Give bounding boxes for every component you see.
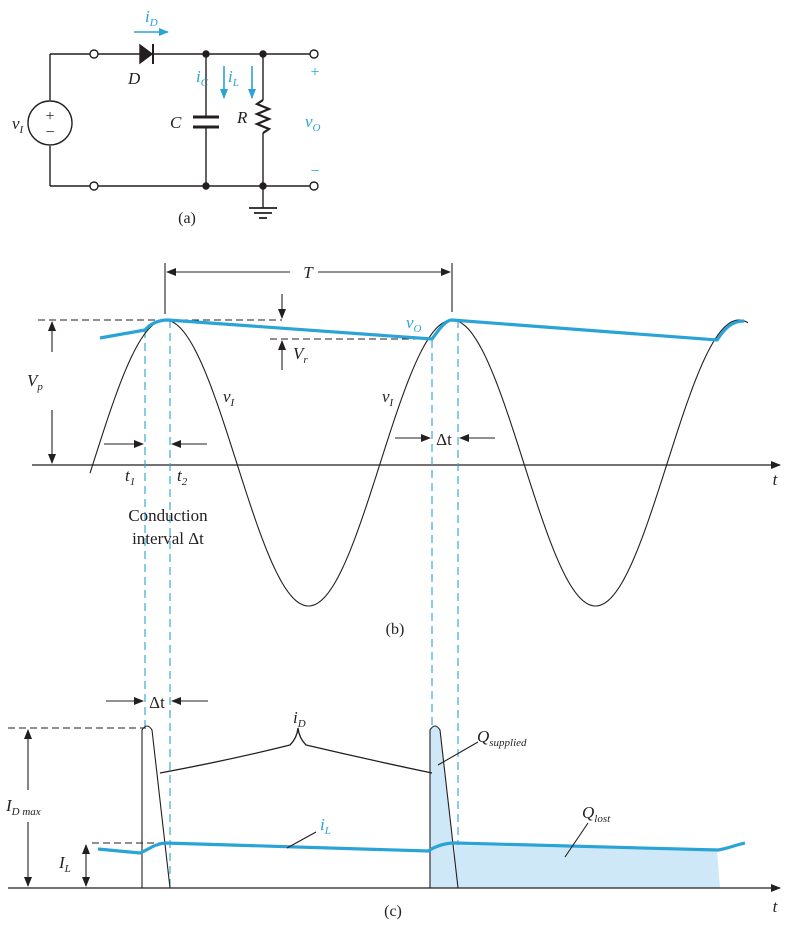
vi-label-2: vI (382, 387, 395, 409)
q-supplied-label: Qsupplied (477, 727, 527, 749)
junction-dot (202, 50, 210, 58)
source-plus: + (45, 108, 54, 125)
vi-label-1: vI (223, 387, 236, 409)
circuit-current-arrows (134, 28, 256, 99)
source-minus: − (45, 124, 54, 141)
output-terminal-plus (309, 49, 319, 59)
circuit-schematic (27, 43, 319, 219)
current-plot: Δt iD Qsupplied ID max iL IL Qlost t (c) (5, 693, 781, 920)
caption-c: (c) (384, 903, 402, 920)
terminal (89, 49, 99, 59)
q-lost-area (455, 845, 720, 888)
idmax-label: ID max (5, 796, 41, 818)
diode-current-label: iD (145, 7, 158, 29)
junction-dot (259, 50, 267, 58)
source-label: vI (12, 114, 25, 136)
output-minus: − (310, 163, 319, 180)
output-voltage-label: vO (305, 112, 321, 134)
diode-pulse-1 (141, 725, 171, 889)
junction-dot (202, 182, 210, 190)
resistor-label: R (236, 108, 248, 127)
output-voltage-curve (99, 318, 745, 342)
period-label: T (303, 263, 314, 282)
output-plus: + (310, 64, 319, 81)
cap-current-label: iC (196, 67, 209, 89)
conduction-label-line2: interval Δt (132, 529, 204, 548)
input-voltage-curve (89, 319, 749, 607)
il-leader (286, 831, 317, 849)
output-terminal-minus (309, 181, 319, 191)
load-current-curve (97, 841, 746, 855)
diode-pulse-2 (429, 725, 459, 889)
caption-a: (a) (178, 210, 196, 227)
q-lost-leader (564, 822, 589, 858)
ground-icon (249, 207, 277, 219)
q-supplied-leader (437, 741, 479, 766)
period-marker (164, 263, 453, 314)
t1-label: t1 (125, 466, 135, 488)
circuit-labels: vI + − D iD iC iL C R vO + − (a) (12, 7, 321, 227)
diode-label: D (127, 69, 141, 88)
time-axis-label-b: t (773, 470, 779, 489)
capacitor-label: C (170, 113, 182, 132)
conduction-interval-marker (104, 434, 495, 448)
load-current-label: iL (228, 67, 239, 89)
diode-icon (139, 43, 154, 65)
id-label: iD (293, 708, 306, 730)
terminal (89, 181, 99, 191)
resistor-icon (254, 99, 272, 134)
vp-label: Vp (27, 371, 43, 393)
time-axis-label-c: t (773, 897, 779, 916)
vr-label: Vr (293, 344, 308, 366)
q-lost-label: Qlost (582, 803, 611, 825)
id-brace (159, 727, 433, 774)
t2-label: t2 (177, 466, 188, 488)
conduction-label-line1: Conduction (128, 506, 208, 525)
il-label: iL (320, 815, 331, 837)
dt-label-b: Δt (436, 430, 452, 449)
voltage-source-icon (27, 100, 73, 146)
il-dc-label: IL (58, 853, 71, 875)
dt-label-c: Δt (149, 693, 165, 712)
vo-label: vO (406, 313, 422, 335)
voltage-plot: T vO Vr Vp vI vI Δt t1 t2 Conduction int… (27, 263, 781, 888)
caption-b: (b) (386, 621, 405, 638)
